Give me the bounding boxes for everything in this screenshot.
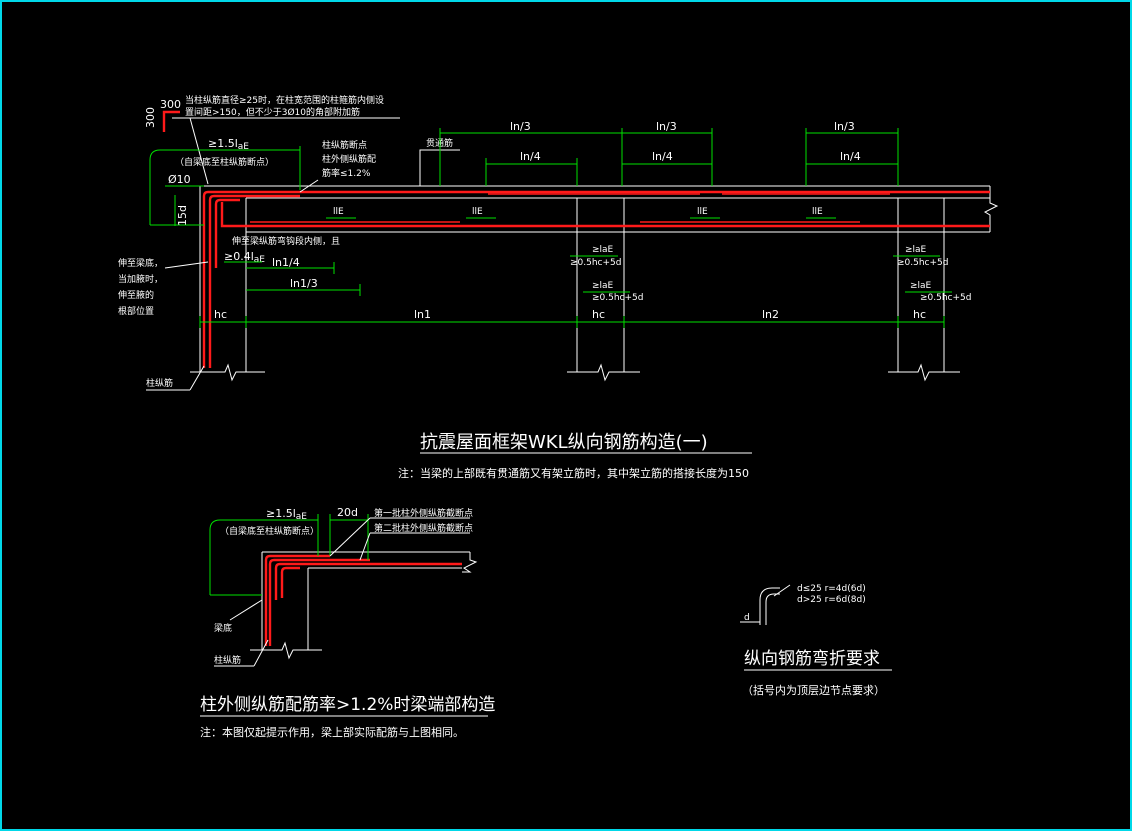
ln1-4-label: ln1/4 <box>272 256 300 269</box>
hc-label-3: hc <box>913 308 926 321</box>
column-corner-rebar <box>214 198 240 268</box>
svg-text:llE: llE <box>812 207 823 217</box>
bend-d-label: d <box>744 613 750 623</box>
ln3-label-3: ln/3 <box>834 120 855 133</box>
bottom-right-sub: （括号内为顶层边节点要求） <box>742 683 885 697</box>
svg-text:≥laE: ≥laE <box>592 281 614 291</box>
col-break-2: 柱外侧纵筋配 <box>322 153 376 165</box>
phi10-label: Ø10 <box>168 173 191 186</box>
ln1-3-label: ln1/3 <box>290 277 318 290</box>
first-batch-label: 第一批柱外侧纵筋截断点 <box>374 507 473 519</box>
svg-text:≥0.5hc+5d: ≥0.5hc+5d <box>592 293 644 303</box>
svg-text:≥0.5hc+5d: ≥0.5hc+5d <box>570 258 622 268</box>
note-line-2: 置间距>150，但不少于3Ø10的角部附加筋 <box>185 106 360 118</box>
bottom-left-title: 柱外侧纵筋配筋率>1.2%时梁端部构造 <box>200 695 495 715</box>
bottom-left-diagram: ≥1.5laE （自梁底至柱纵筋断点） 20d 第一批柱外侧纵筋截断点 第二批柱… <box>200 506 495 739</box>
bend-note-2: ≥0.4laE <box>224 250 265 265</box>
bottom-rebar <box>220 202 990 228</box>
top-through-rebar <box>202 190 990 368</box>
anchor-dims-middle: ≥laE ≥0.5hc+5d ≥laE ≥0.5hc+5d <box>570 245 644 303</box>
dim-ln-group-2: ln/3 ln/4 <box>622 120 713 186</box>
from-beam-bottom-b: （自梁底至柱纵筋断点） <box>220 525 319 537</box>
beam-break-mark <box>983 186 999 232</box>
note-leader <box>189 117 209 185</box>
ln4-label-2: ln/4 <box>652 150 673 163</box>
svg-text:llE: llE <box>472 207 483 217</box>
note-line-1: 当柱纵筋直径≥25时，在柱宽范围的柱箍筋内侧设 <box>185 94 384 106</box>
bottom-right-diagram: d≤25 r=4d(6d) d>25 r=6d(8d) d 纵向钢筋弯折要求 （… <box>740 584 892 697</box>
top-diagram: 300 300 当柱纵筋直径≥25时，在柱宽范围的柱箍筋内侧设 置间距>150，… <box>118 94 999 480</box>
top-title: 抗震屋面框架WKL纵向钢筋构造(一) <box>420 432 708 453</box>
col-break-3: 筋率≤1.2% <box>322 167 371 179</box>
ln4-label-3: ln/4 <box>840 150 861 163</box>
svg-text:≥laE: ≥laE <box>910 281 932 291</box>
col-bar-label: 柱纵筋 <box>146 377 173 389</box>
svg-text:≥laE: ≥laE <box>905 245 927 255</box>
second-batch-label: 第二批柱外侧纵筋截断点 <box>374 522 473 534</box>
label-300-b: 300 <box>144 107 157 128</box>
bottom-left-note: 注：本图仅起提示作用，梁上部实际配筋与上图相同。 <box>200 725 464 739</box>
label-300-a: 300 <box>160 98 181 111</box>
column-outer-rebar <box>208 194 300 368</box>
col-break-1: 柱纵筋断点 <box>322 139 367 151</box>
ln3-label-2: ln/3 <box>656 120 677 133</box>
rebar-group <box>202 190 990 368</box>
anchor-dims-right: ≥laE ≥0.5hc+5d ≥laE ≥0.5hc+5d <box>893 245 972 303</box>
outer-rebar-2 <box>268 558 370 646</box>
hc-label-1: hc <box>214 308 227 321</box>
from-beam-bottom-label: （自梁底至柱纵筋断点） <box>175 156 274 168</box>
dim-ln-group-1: ln/3 ln/4 <box>439 120 623 186</box>
ln1-label: ln1 <box>414 308 431 321</box>
bend-rule-2: d>25 r=6d(8d) <box>797 595 866 605</box>
ln2-label: ln2 <box>762 308 779 321</box>
hc-label-2: hc <box>592 308 605 321</box>
dim-1-5lae <box>149 149 300 225</box>
lae15-label-b: ≥1.5laE <box>266 507 307 522</box>
ln4-label-1: ln/4 <box>520 150 541 163</box>
span-dims: hc ln1 hc ln2 hc <box>199 308 945 328</box>
bend-rebar-outline <box>759 587 780 625</box>
bend-rule-1: d≤25 r=4d(6d) <box>797 584 866 594</box>
corner-rebar <box>280 566 300 598</box>
left-note: 伸至梁底， 当加腋时， 伸至腋的 根部位置 <box>118 257 209 317</box>
svg-text:≥0.5hc+5d: ≥0.5hc+5d <box>920 293 972 303</box>
lae15-label: ≥1.5laE <box>208 137 249 152</box>
bend-note-1: 伸至梁纵筋弯钩段内侧，且 <box>232 235 340 247</box>
top-note: 注：当梁的上部既有贯通筋又有架立筋时，其中架立筋的搭接长度为150 <box>398 466 749 480</box>
svg-text:llE: llE <box>697 207 708 217</box>
beam-bottom-label: 梁底 <box>214 622 232 634</box>
svg-text:≥laE: ≥laE <box>592 245 614 255</box>
d20-label: 20d <box>337 506 358 519</box>
bottom-right-title: 纵向钢筋弯折要求 <box>744 649 880 669</box>
svg-text:根部位置: 根部位置 <box>118 305 154 317</box>
corner-hook-300 <box>162 110 180 132</box>
col-bar-label-b: 柱纵筋 <box>214 654 241 666</box>
outer-rebar-1 <box>264 554 330 646</box>
svg-text:llE: llE <box>333 207 344 217</box>
dim-ln-group-3: ln/3 ln/4 <box>805 120 899 186</box>
svg-text:伸至梁底，: 伸至梁底， <box>118 257 163 269</box>
svg-text:伸至腋的: 伸至腋的 <box>118 289 154 301</box>
svg-text:当加腋时，: 当加腋时， <box>118 273 163 285</box>
column-left <box>190 186 265 382</box>
d15-label: 15d <box>176 205 189 226</box>
lle-dims: llE llE llE llE <box>326 207 836 219</box>
ln3-label-1: ln/3 <box>510 120 531 133</box>
beam-top-rebar <box>274 562 462 600</box>
svg-text:≥0.5hc+5d: ≥0.5hc+5d <box>897 258 949 268</box>
dim-1-5lae-b <box>209 519 318 595</box>
